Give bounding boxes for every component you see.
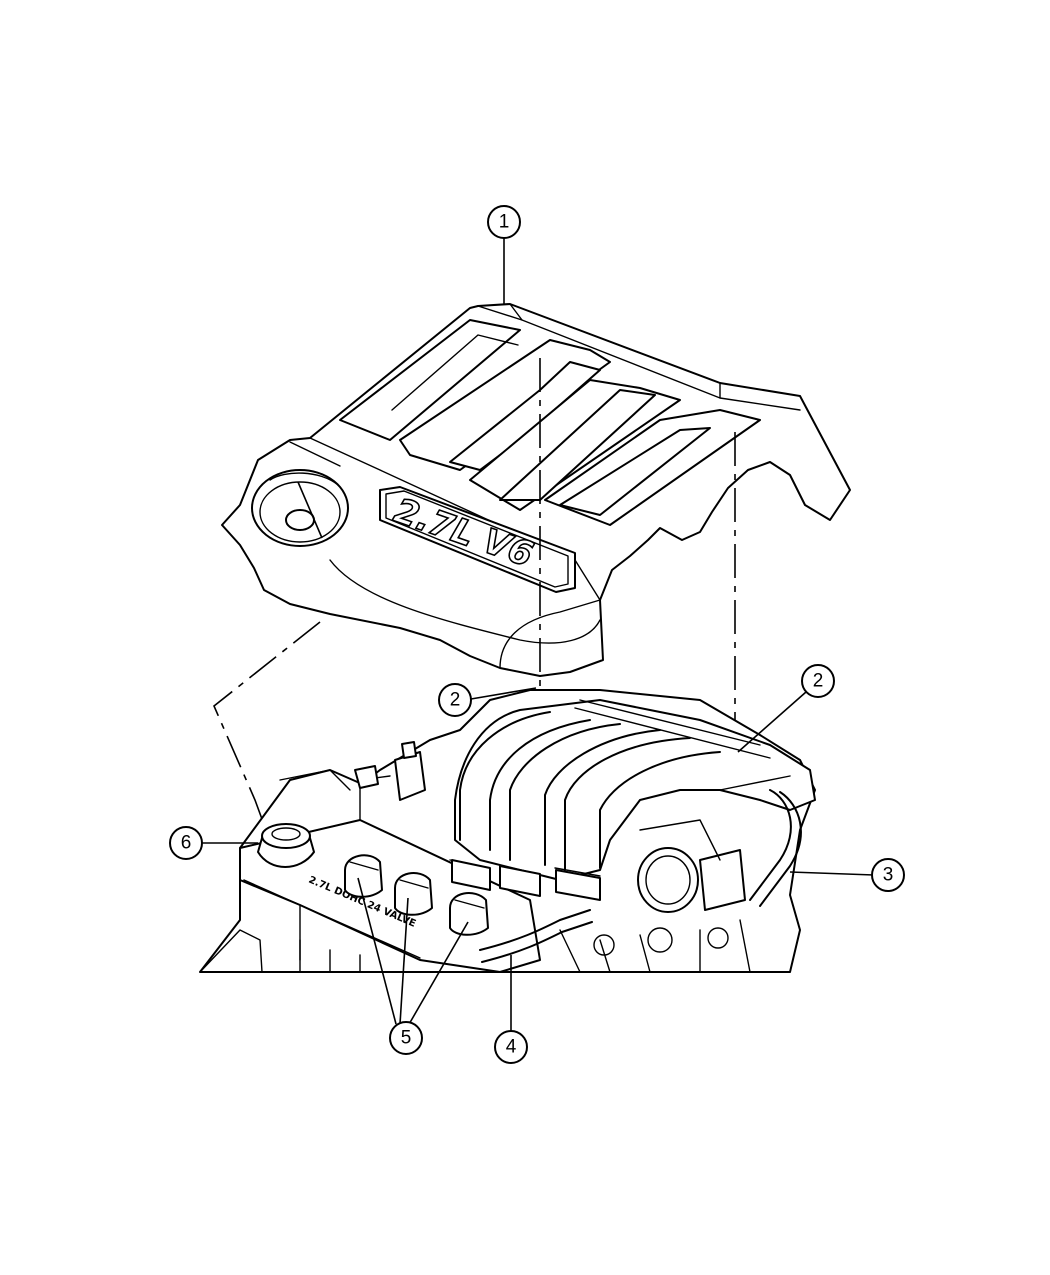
svg-text:2: 2 <box>813 671 824 692</box>
svg-text:6: 6 <box>181 833 192 854</box>
leader-lines <box>202 238 875 1031</box>
callout-5: 5 <box>389 1021 423 1055</box>
ignition-coils <box>344 854 489 936</box>
throttle-body <box>637 819 746 913</box>
svg-text:4: 4 <box>506 1037 517 1058</box>
svg-text:1: 1 <box>499 212 510 233</box>
intake-manifold <box>449 699 816 901</box>
svg-text:5: 5 <box>401 1028 412 1049</box>
callout-2-right: 2 <box>801 664 835 698</box>
engine-assembly: 2.7L DOHC 24 VALVE <box>199 689 816 973</box>
callout-6: 6 <box>169 826 203 860</box>
callout-1: 1 <box>487 205 521 239</box>
callout-3: 3 <box>871 858 905 892</box>
callout-2-left: 2 <box>438 683 472 717</box>
alignment-lines <box>213 358 736 831</box>
callout-4: 4 <box>494 1030 528 1064</box>
svg-text:2: 2 <box>450 690 461 711</box>
engine-cover: 2.7L V6 <box>221 303 851 677</box>
svg-text:3: 3 <box>883 865 894 886</box>
